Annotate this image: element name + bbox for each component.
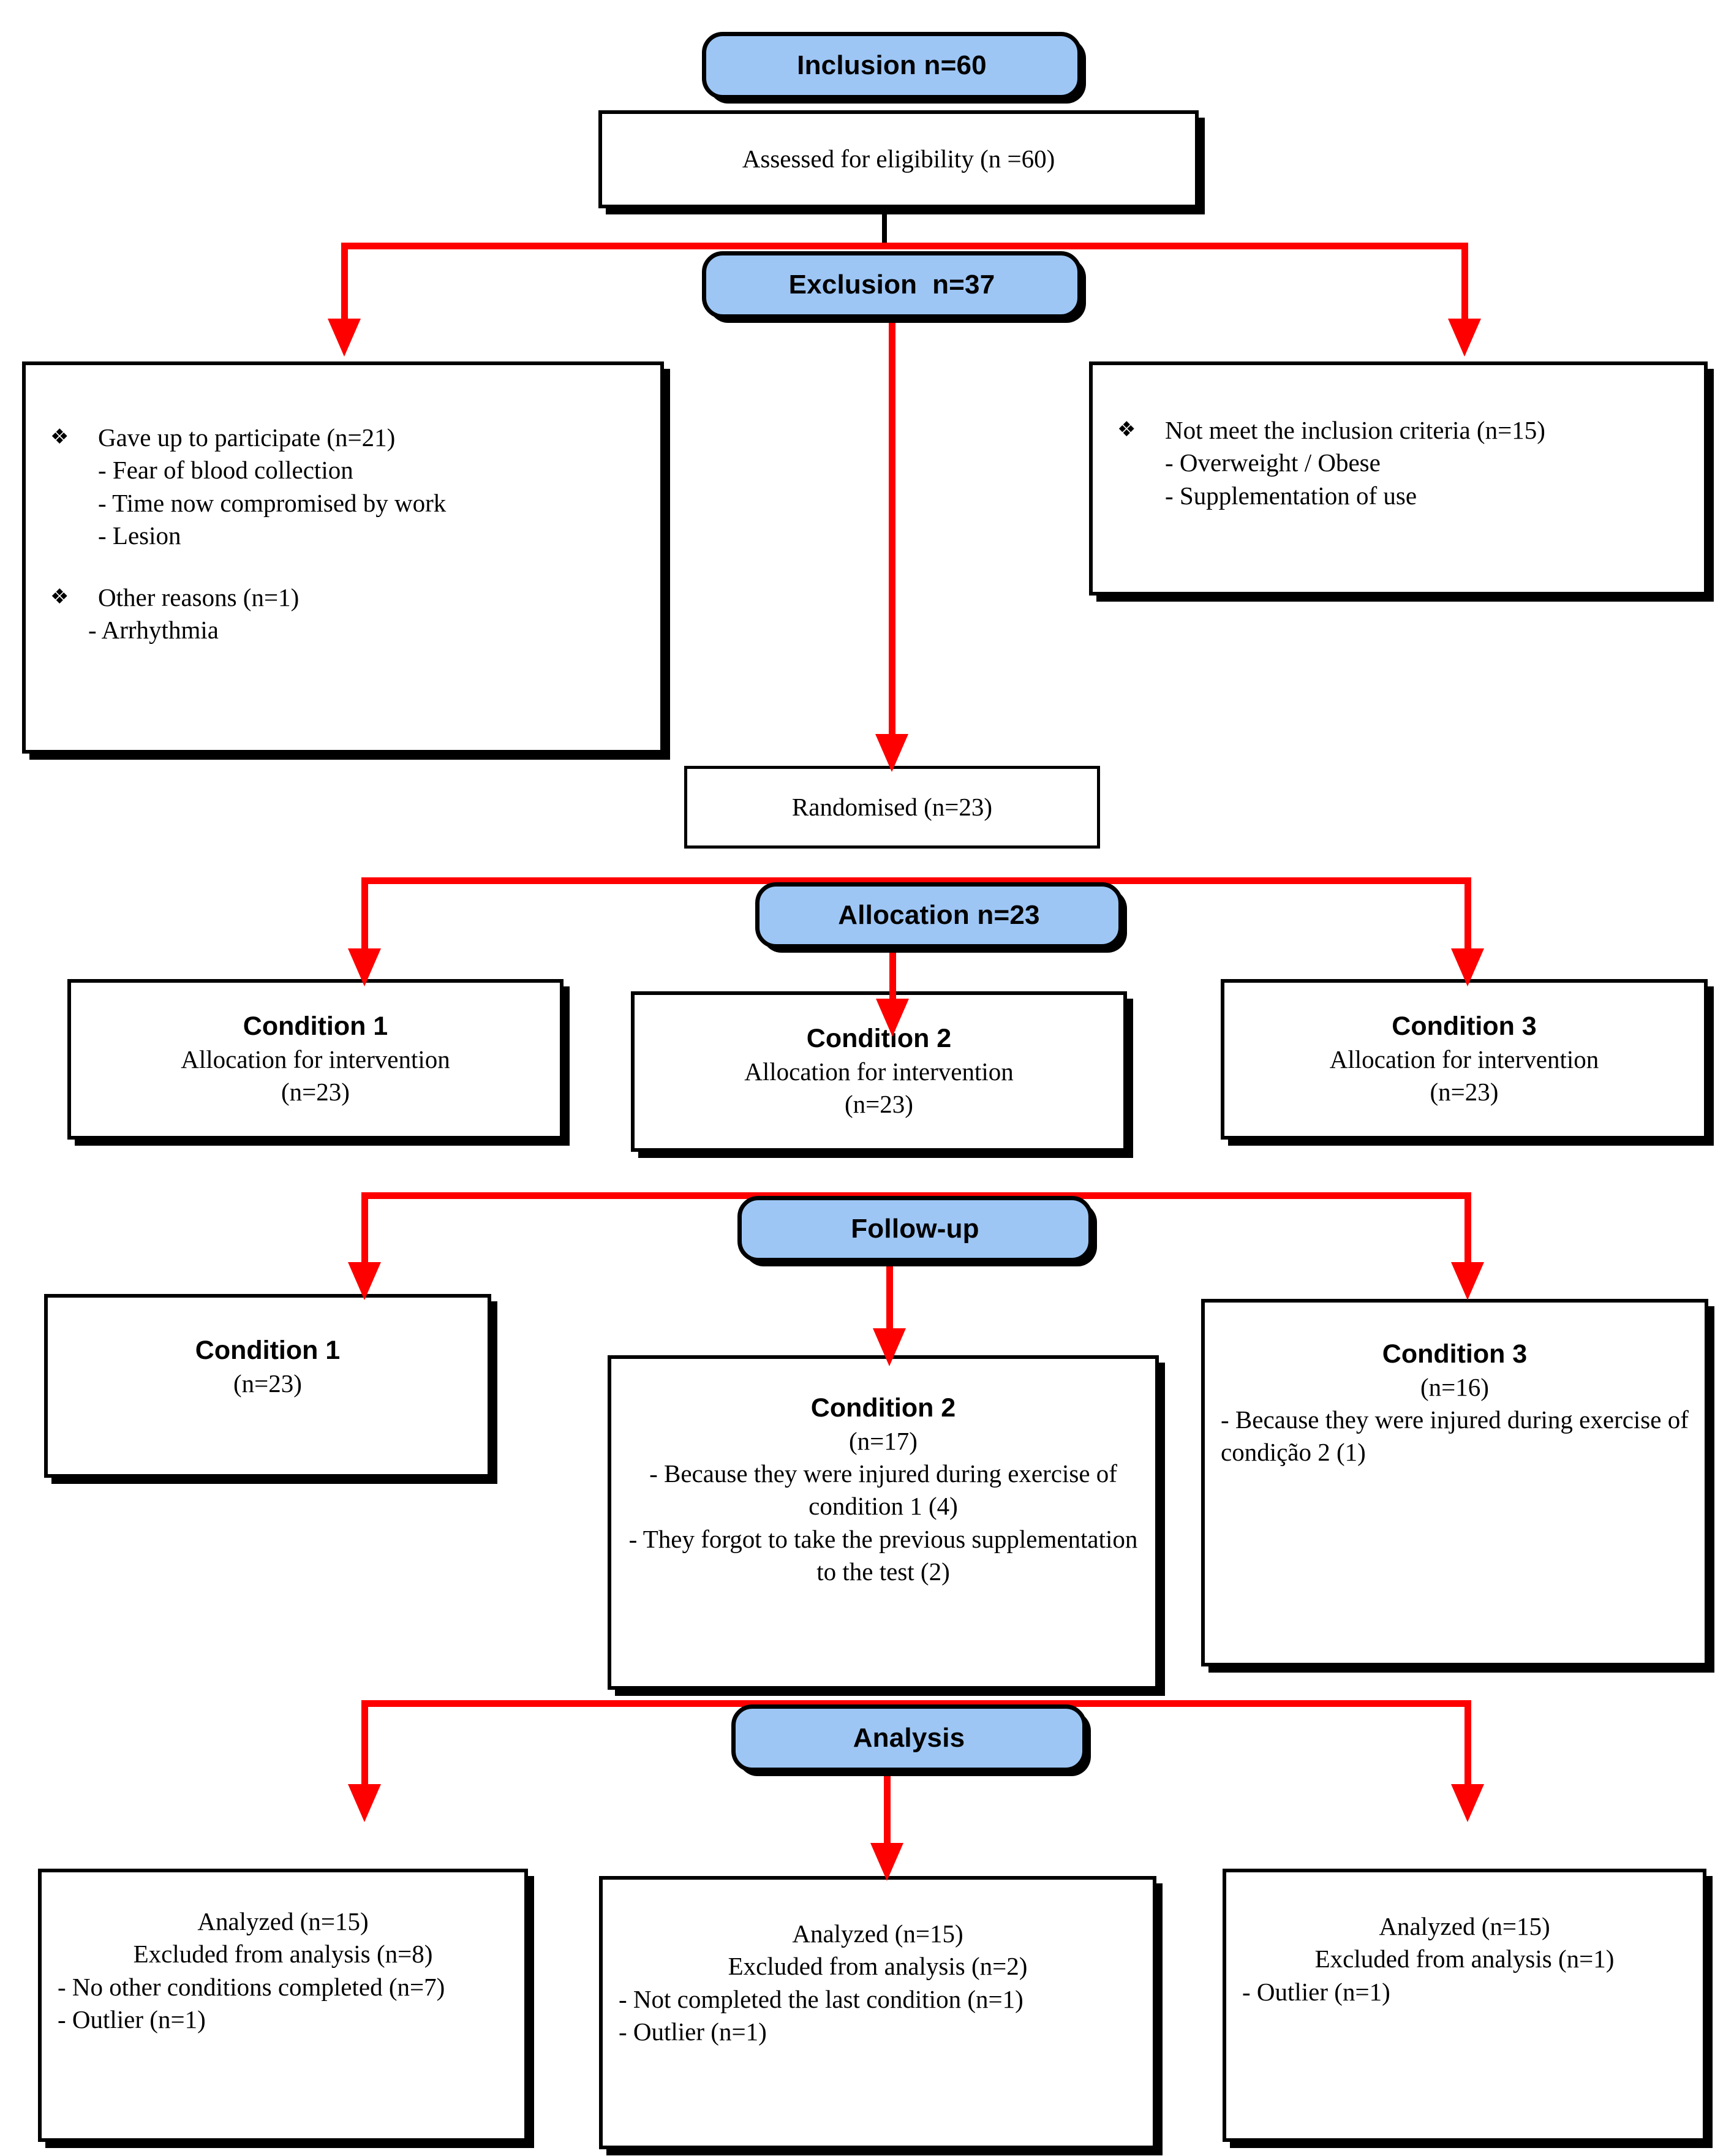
connector-exclusion-center-stem bbox=[889, 319, 895, 751]
box-allocation-condition-3: Condition 3 Allocation for intervention … bbox=[1221, 979, 1708, 1140]
analysis-2-excluded: Excluded from analysis (n=2) bbox=[728, 1952, 1028, 1981]
connector-exclusion-bus bbox=[341, 243, 1468, 249]
followup-condition-3-count: (n=16) bbox=[1420, 1372, 1489, 1401]
connector-analysis-bus bbox=[361, 1700, 1471, 1707]
bullet-icon: ❖ bbox=[50, 425, 69, 449]
arrowhead-followup-right bbox=[1451, 1262, 1484, 1300]
exclusion-left-bullet1: Gave up to participate (n=21) bbox=[98, 423, 396, 452]
stage-exclusion-label: Exclusion n=37 bbox=[788, 270, 995, 300]
followup-condition-2-count: (n=17) bbox=[849, 1426, 918, 1455]
list-item: ❖ Not meet the inclusion criteria (n=15) bbox=[1117, 414, 1679, 447]
followup-condition-1-title: Condition 1 bbox=[195, 1336, 341, 1365]
list-item: ❖ Other reasons (n=1) bbox=[50, 581, 636, 614]
stage-followup-label: Follow-up bbox=[851, 1214, 979, 1244]
connector-exclusion-left-drop bbox=[341, 243, 348, 336]
connector-analysis-right-drop bbox=[1464, 1700, 1471, 1801]
allocation-condition-2-line1: Allocation for intervention bbox=[744, 1057, 1014, 1086]
box-followup-condition-3: Condition 3 (n=16) - Because they were i… bbox=[1201, 1299, 1708, 1666]
exclusion-right-bullet1: Not meet the inclusion criteria (n=15) bbox=[1165, 416, 1545, 444]
analysis-2-reason-1: - Outlier (n=1) bbox=[619, 2017, 767, 2046]
followup-condition-2-reason-1: - They forgot to take the previous suppl… bbox=[628, 1524, 1138, 1586]
bullet-icon: ❖ bbox=[50, 584, 69, 610]
arrowhead-allocation-left bbox=[348, 948, 381, 986]
stage-exclusion: Exclusion n=37 bbox=[702, 251, 1082, 319]
stage-inclusion: Inclusion n=60 bbox=[702, 32, 1082, 99]
list-item: ❖ Gave up to participate (n=21) bbox=[50, 422, 636, 454]
connector-allocation-bus bbox=[361, 877, 1471, 884]
exclusion-left-bullet1-sub-0: - Fear of blood collection bbox=[98, 456, 353, 485]
exclusion-right-bullet1-sub-1: - Supplementation of use bbox=[1165, 481, 1417, 510]
connector-analysis-center-stem bbox=[884, 1772, 891, 1863]
allocation-condition-2-line2: (n=23) bbox=[845, 1089, 913, 1118]
connector-analysis-left-drop bbox=[361, 1700, 368, 1801]
stage-followup: Follow-up bbox=[737, 1196, 1093, 1262]
allocation-condition-1-line2: (n=23) bbox=[281, 1077, 350, 1106]
arrowhead-analysis-center bbox=[870, 1843, 903, 1881]
connector-followup-right-drop bbox=[1464, 1192, 1471, 1280]
arrowhead-exclusion-right bbox=[1448, 319, 1481, 357]
assessed-text: Assessed for eligibility (n =60) bbox=[742, 145, 1055, 173]
stage-analysis-label: Analysis bbox=[853, 1723, 965, 1753]
analysis-2-analyzed: Analyzed (n=15) bbox=[792, 1920, 963, 1948]
connector-allocation-right-drop bbox=[1464, 877, 1471, 967]
box-analysis-condition-3: Analyzed (n=15) Excluded from analysis (… bbox=[1223, 1869, 1706, 2142]
exclusion-left-bullet1-sub-2: - Lesion bbox=[98, 521, 181, 550]
allocation-condition-1-title: Condition 1 bbox=[243, 1011, 388, 1041]
arrowhead-exclusion-left bbox=[328, 319, 361, 357]
stage-allocation: Allocation n=23 bbox=[755, 882, 1123, 948]
box-randomised: Randomised (n=23) bbox=[684, 766, 1100, 849]
arrowhead-allocation-center bbox=[876, 999, 909, 1037]
box-analysis-condition-1: Analyzed (n=15) Excluded from analysis (… bbox=[38, 1869, 528, 2142]
connector-assessed-down bbox=[882, 208, 887, 248]
box-exclusion-reasons-left: ❖ Gave up to participate (n=21) - Fear o… bbox=[22, 361, 664, 754]
analysis-3-analyzed: Analyzed (n=15) bbox=[1379, 1912, 1550, 1940]
connector-followup-bus bbox=[361, 1192, 1471, 1199]
followup-condition-1-count: (n=23) bbox=[233, 1369, 302, 1398]
analysis-1-reason-0: - No other conditions completed (n=7) bbox=[58, 1972, 445, 2001]
arrowhead-analysis-right bbox=[1451, 1784, 1484, 1822]
box-followup-condition-2: Condition 2 (n=17) - Because they were i… bbox=[608, 1355, 1159, 1690]
exclusion-left-bullet1-sub-1: - Time now compromised by work bbox=[98, 488, 447, 517]
box-allocation-condition-1: Condition 1 Allocation for intervention … bbox=[67, 979, 564, 1140]
stage-inclusion-label: Inclusion n=60 bbox=[797, 50, 987, 80]
stage-analysis: Analysis bbox=[731, 1704, 1087, 1772]
allocation-condition-1-line1: Allocation for intervention bbox=[181, 1045, 450, 1073]
analysis-1-analyzed: Analyzed (n=15) bbox=[197, 1907, 369, 1935]
box-followup-condition-1: Condition 1 (n=23) bbox=[44, 1294, 491, 1478]
randomised-text: Randomised (n=23) bbox=[791, 792, 993, 821]
connector-allocation-left-drop bbox=[361, 877, 368, 967]
arrowhead-followup-left bbox=[348, 1262, 381, 1300]
connector-followup-center-stem bbox=[886, 1262, 893, 1348]
spacer bbox=[50, 552, 636, 581]
followup-condition-2-reason-0: - Because they were injured during exerc… bbox=[649, 1459, 1117, 1521]
exclusion-right-list: ❖ Not meet the inclusion criteria (n=15)… bbox=[1093, 414, 1704, 512]
followup-condition-3-title: Condition 3 bbox=[1382, 1339, 1528, 1369]
bullet-icon: ❖ bbox=[1117, 417, 1136, 442]
arrowhead-randomised bbox=[875, 734, 908, 772]
allocation-condition-3-line1: Allocation for intervention bbox=[1329, 1045, 1599, 1073]
exclusion-left-list: ❖ Gave up to participate (n=21) - Fear o… bbox=[26, 422, 660, 647]
connector-exclusion-right-drop bbox=[1461, 243, 1468, 336]
connector-allocation-center-stem bbox=[889, 948, 896, 1021]
exclusion-left-bullet2: Other reasons (n=1) bbox=[98, 583, 300, 612]
box-analysis-condition-2: Analyzed (n=15) Excluded from analysis (… bbox=[599, 1876, 1156, 2149]
allocation-condition-3-title: Condition 3 bbox=[1392, 1011, 1537, 1041]
analysis-2-reason-0: - Not completed the last condition (n=1) bbox=[619, 1984, 1023, 2013]
stage-allocation-label: Allocation n=23 bbox=[838, 900, 1040, 930]
analysis-1-reason-1: - Outlier (n=1) bbox=[58, 2005, 206, 2033]
arrowhead-analysis-left bbox=[348, 1784, 381, 1822]
followup-condition-3-reason-0: - Because they were injured during exerc… bbox=[1221, 1405, 1689, 1467]
analysis-1-excluded: Excluded from analysis (n=8) bbox=[133, 1940, 433, 1969]
analysis-3-reason-0: - Outlier (n=1) bbox=[1242, 1977, 1390, 2006]
box-assessed-for-eligibility: Assessed for eligibility (n =60) bbox=[598, 110, 1199, 208]
analysis-3-excluded: Excluded from analysis (n=1) bbox=[1314, 1945, 1615, 1973]
followup-condition-2-title: Condition 2 bbox=[810, 1393, 956, 1423]
arrowhead-allocation-right bbox=[1451, 948, 1484, 986]
box-exclusion-reasons-right: ❖ Not meet the inclusion criteria (n=15)… bbox=[1089, 361, 1708, 596]
exclusion-right-bullet1-sub-0: - Overweight / Obese bbox=[1165, 448, 1381, 477]
allocation-condition-3-line2: (n=23) bbox=[1430, 1077, 1499, 1106]
arrowhead-followup-center bbox=[873, 1328, 906, 1366]
connector-followup-left-drop bbox=[361, 1192, 368, 1280]
exclusion-left-bullet2-sub-0: - Arrhythmia bbox=[88, 616, 219, 645]
